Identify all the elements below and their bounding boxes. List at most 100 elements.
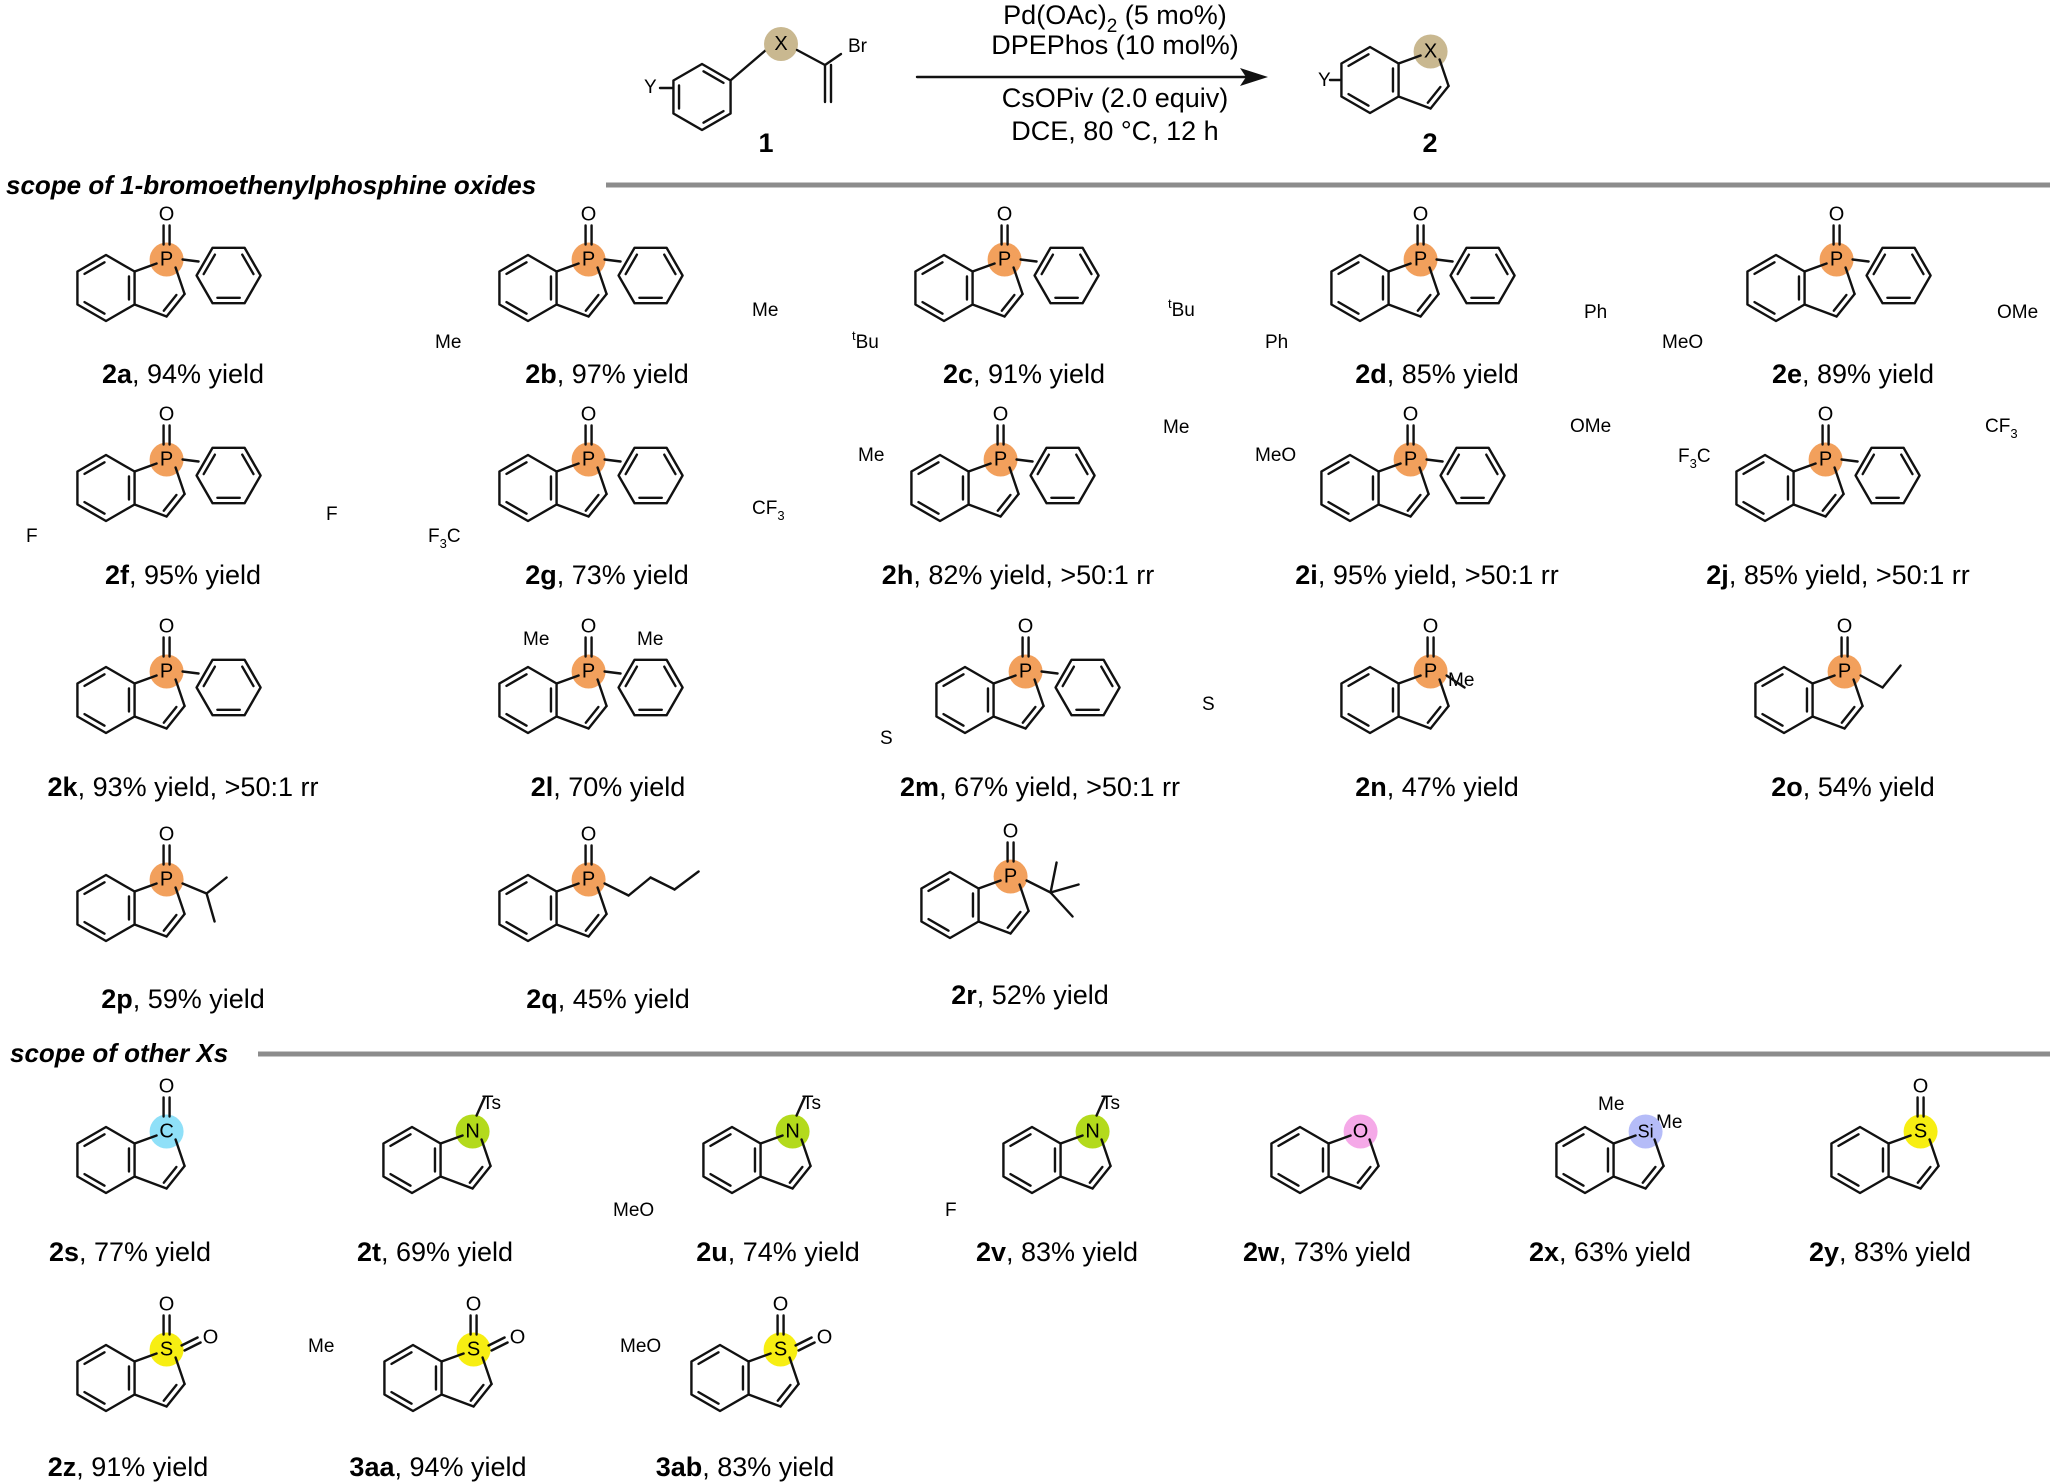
- structure-2d-aryl-bond: [1435, 258, 1454, 263]
- structure-2t-ring-double-1: [389, 1133, 412, 1148]
- structure-2m-bond-c7a-x: [992, 674, 1017, 685]
- structure-2l-ring-double-0: [505, 712, 528, 727]
- structure-2y-bond-x-c2: [1928, 1138, 1940, 1168]
- structure-2g-bond-c7a-x: [555, 462, 580, 473]
- structure-3ab-ring-double-1: [697, 1351, 720, 1366]
- caption-2z: 2z, 91% yield: [48, 1452, 209, 1482]
- structure-2a-oxo-label: O: [159, 204, 175, 226]
- structure-3aa-oxo2-bond-a: [487, 1336, 506, 1347]
- structure-2f-bond-c3-c3a: [133, 503, 168, 518]
- structure-2n-bond-c2-c3: [1429, 704, 1450, 730]
- structure-2k-bond-c3-c3a: [133, 715, 168, 730]
- structure-2y-bond-c3-c3a: [1887, 1175, 1922, 1190]
- structure-2p-oxo-label: O: [159, 824, 175, 846]
- structure-2p-benzene-ring: [76, 873, 136, 943]
- structure-2z-atom-label: S: [160, 1339, 173, 1361]
- structure-2m: PO: [935, 616, 1121, 735]
- structure-2e-aryl-ring-double-2: [1911, 253, 1925, 276]
- structure-2i-bond-x-c2: [1418, 466, 1430, 496]
- structure-2g-atom-label: P: [582, 449, 595, 471]
- starting-material-label: 1: [758, 128, 773, 158]
- structure-2s-bond-c7a-x: [133, 1134, 158, 1145]
- structure-2m-aryl-bond: [1040, 670, 1059, 675]
- structure-2d-oxo-label: O: [1413, 204, 1429, 226]
- structure-2d-aryl-ring-double-2: [1495, 253, 1509, 276]
- structure-2l-benzene-ring: [498, 665, 558, 735]
- structure-2k-atom-label: P: [160, 661, 173, 683]
- structure-2h-benzene-ring: [910, 453, 970, 523]
- structure-2q-chain-0: [603, 882, 630, 897]
- structure-2i-aryl-ring: [1439, 446, 1506, 505]
- structure-2w: O: [1270, 1114, 1380, 1195]
- structure-2t-ts-bond: [475, 1096, 486, 1117]
- structure-2m-bond-c3-c3a: [992, 715, 1027, 730]
- sm-benzene-double-0: [702, 109, 725, 124]
- structure-2b: PO: [498, 204, 684, 323]
- structure-2a-aryl-ring: [195, 246, 262, 305]
- sub-2v-core: F: [945, 1200, 957, 1221]
- structure-2a-bond-x-c2: [174, 266, 186, 296]
- sub-2t-ts: Ts: [482, 1093, 501, 1114]
- structure-2f-ring-double-1: [83, 461, 106, 476]
- structure-2d-atom-label: P: [1414, 249, 1427, 271]
- structure-2p-me1: [205, 876, 228, 895]
- structure-2q-ring-double-1: [505, 881, 528, 896]
- structure-2u-bond-x-c2: [800, 1138, 812, 1168]
- structure-2u-bond-c2-c3: [791, 1164, 812, 1190]
- structure-2j: PO: [1735, 404, 1921, 523]
- structure-2m-bond-x-c2: [1033, 678, 1045, 708]
- structure-2v-bond-c7a-x: [1059, 1134, 1084, 1145]
- structure-2a-bond-c3-c3a: [133, 303, 168, 318]
- structure-2q-bond-c2-c3-double: [584, 913, 600, 932]
- structure-2d-bond-c2-c3: [1419, 292, 1440, 318]
- structure-2l-bond-c3-c3a: [555, 715, 590, 730]
- structure-2i-atom-label: P: [1404, 449, 1417, 471]
- caption-2v: 2v, 83% yield: [976, 1237, 1138, 1267]
- caption-2y: 2y, 83% yield: [1809, 1237, 1971, 1267]
- sub-2x-me1: Me: [1598, 1094, 1624, 1115]
- structure-2w-bond-c7a-x: [1327, 1134, 1352, 1145]
- structure-2t: N: [382, 1096, 492, 1195]
- structure-3aa-bond-c3-c3a: [440, 1393, 475, 1408]
- structure-2d-bond-c7a-x: [1387, 262, 1412, 273]
- structure-2a-aryl-ring-double-1: [202, 253, 217, 276]
- structure-2f-bond-c2-c3: [165, 492, 186, 518]
- structure-2s-bond-x-c2: [174, 1138, 186, 1168]
- caption-2f: 2f, 95% yield: [105, 560, 261, 590]
- structure-2y-oxo-label: O: [1913, 1076, 1929, 1098]
- structure-2s-bond-c2-c3: [165, 1164, 186, 1190]
- structure-2k: PO: [76, 616, 262, 735]
- structure-2d-bond-c2-c3-double: [1416, 293, 1432, 312]
- structure-2f-bond-c7a-x: [133, 462, 158, 473]
- structure-2o: PO: [1754, 616, 1902, 735]
- structure-2h-ring-double-1: [917, 461, 940, 476]
- structure-3ab-oxo-label: O: [773, 1294, 789, 1316]
- caption-2w: 2w, 73% yield: [1243, 1237, 1411, 1267]
- structure-2m-atom-label: P: [1019, 661, 1032, 683]
- structure-2b-bond-c2-c3: [587, 292, 608, 318]
- structure-2x: Si: [1555, 1114, 1665, 1195]
- structure-2t-bond-c2-c3: [471, 1164, 492, 1190]
- structure-2w-bond-c2-c3-double: [1356, 1165, 1372, 1184]
- structure-2u-atom-label: N: [785, 1121, 799, 1143]
- structure-2m-ring-double-1: [942, 673, 965, 688]
- structure-2r-oxo-label: O: [1003, 821, 1019, 843]
- structure-2k-aryl-ring: [195, 658, 262, 717]
- structure-2j-benzene-ring: [1735, 453, 1795, 523]
- structure-2d-bond-x-c2: [1428, 266, 1440, 296]
- sub-2l-core: Me: [523, 629, 549, 650]
- structure-2i-oxo-label: O: [1403, 404, 1419, 426]
- sm-bond-aryl-x: [729, 48, 768, 82]
- structure-2w-benzene-ring: [1270, 1125, 1330, 1195]
- structure-3aa-bond-x-c2: [481, 1356, 493, 1386]
- structure-2c-aryl-ring-double-2: [1079, 253, 1093, 276]
- structure-2r-me1: [1049, 883, 1080, 894]
- sub-2h-ring: Me: [1163, 417, 1189, 438]
- structure-2w-bond-c2-c3: [1359, 1164, 1380, 1190]
- structure-2o-ethyl-bond-1: [1859, 674, 1884, 689]
- structure-2v-bond-c2-c3: [1091, 1164, 1112, 1190]
- structure-2o-ring-double-1: [1761, 673, 1784, 688]
- caption-2o: 2o, 54% yield: [1771, 772, 1935, 802]
